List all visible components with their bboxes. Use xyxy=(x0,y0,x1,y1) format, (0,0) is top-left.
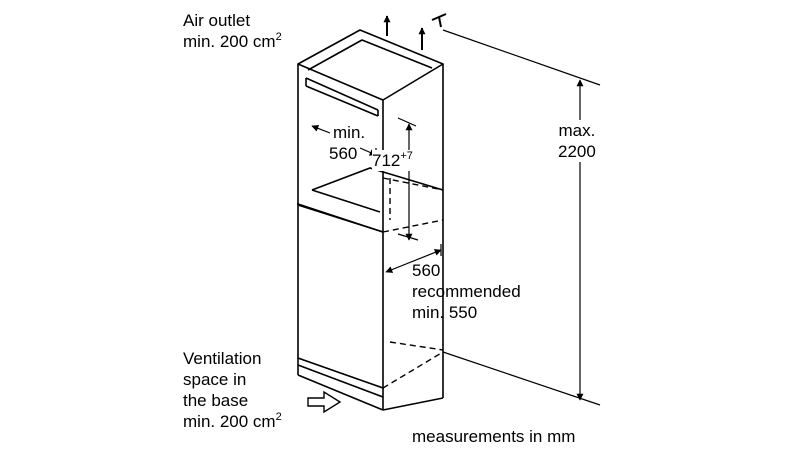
appliance-body-dashed xyxy=(382,177,444,389)
width-min-line2: 560 xyxy=(329,144,358,163)
niche-height-dimension xyxy=(397,117,419,241)
width-min-line1: min. xyxy=(333,123,366,142)
ventilation-inlet-arrow xyxy=(307,390,342,414)
ventilation-value: min. 200 cm2 xyxy=(183,411,282,432)
air-outlet-arrows xyxy=(383,13,447,50)
depth-line1: 560 xyxy=(412,261,441,280)
ventilation-line3: the base xyxy=(183,391,249,410)
niche-height-tolerance: +7 xyxy=(400,150,413,162)
niche-height-value: 712 xyxy=(372,151,401,170)
max-height-dimension xyxy=(442,29,601,406)
ventilation-line2: space in xyxy=(183,370,247,389)
depth-dimension xyxy=(385,244,442,273)
units-note: measurements in mm xyxy=(412,427,576,446)
air-outlet-label: Air outlet min. 200 cm2 xyxy=(183,10,282,52)
max-height-line2: 2200 xyxy=(558,142,596,161)
air-outlet-title: Air outlet xyxy=(183,11,251,30)
depth-line3: min. 550 xyxy=(412,303,478,322)
width-min-label: min. 560 xyxy=(329,122,366,164)
max-height-line1: max. xyxy=(558,121,596,140)
niche-height-label: 712+7 xyxy=(372,150,413,171)
ventilation-label: Ventilation space in the base min. 200 c… xyxy=(183,348,282,432)
air-outlet-value: min. 200 cm2 xyxy=(183,31,282,52)
cabinet-outline xyxy=(297,29,444,411)
ventilation-line1: Ventilation xyxy=(183,349,262,368)
depth-label: 560 recommended min. 550 xyxy=(412,260,521,323)
max-height-label: max. 2200 xyxy=(558,120,596,162)
depth-line2: recommended xyxy=(412,282,521,301)
